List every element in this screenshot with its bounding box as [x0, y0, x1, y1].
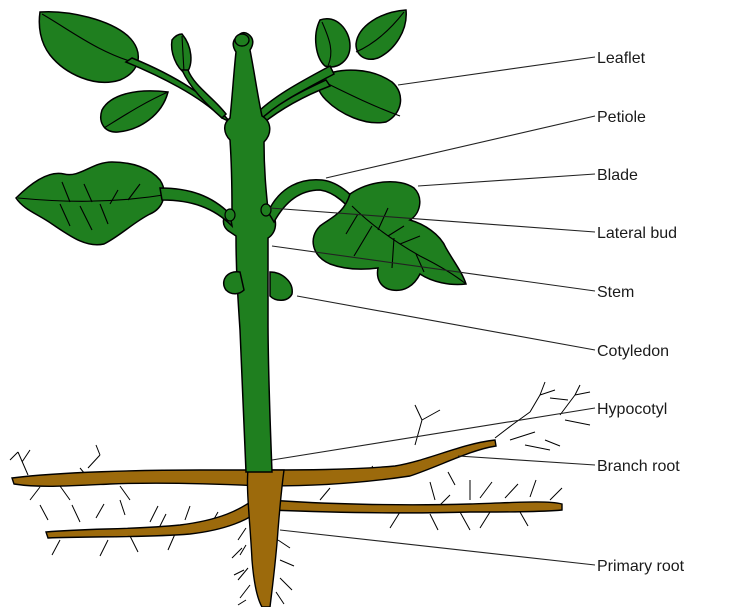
- label-petiole: Petiole: [597, 109, 646, 126]
- label-hypocotyl: Hypocotyl: [597, 401, 667, 418]
- cotyledon-right: [270, 272, 292, 300]
- cotyledon-left: [224, 272, 244, 294]
- primary-root: [247, 470, 284, 607]
- lateral-root-right: [262, 440, 496, 486]
- label-blade: Blade: [597, 167, 638, 184]
- leaflet-top-left: [39, 12, 138, 83]
- label-primary-root: Primary root: [597, 558, 685, 575]
- label-cotyledon: Cotyledon: [597, 343, 669, 360]
- leaflet-right-large: [317, 70, 400, 123]
- blade-right: [313, 182, 466, 291]
- lateral-root-left: [12, 470, 262, 486]
- label-stem: Stem: [597, 284, 634, 301]
- leaflet-top-right-1: [316, 19, 350, 67]
- leader-lines: [270, 57, 595, 565]
- branch-root-lower-right: [268, 500, 562, 513]
- label-lateral-bud: Lateral bud: [597, 225, 677, 242]
- leaflet-top-right-2: [356, 10, 406, 59]
- blade-left: [16, 162, 164, 245]
- label-leaflet: Leaflet: [597, 50, 646, 67]
- root-system: [10, 382, 590, 607]
- labels: Leaflet Petiole Blade Lateral bud Stem C…: [597, 50, 685, 575]
- shoot-system: [16, 10, 466, 472]
- petiole-left: [160, 188, 232, 226]
- leaflet-small-top: [172, 34, 191, 74]
- root-hairs: [10, 382, 590, 605]
- label-branch-root: Branch root: [597, 458, 680, 475]
- main-stem: [223, 33, 275, 472]
